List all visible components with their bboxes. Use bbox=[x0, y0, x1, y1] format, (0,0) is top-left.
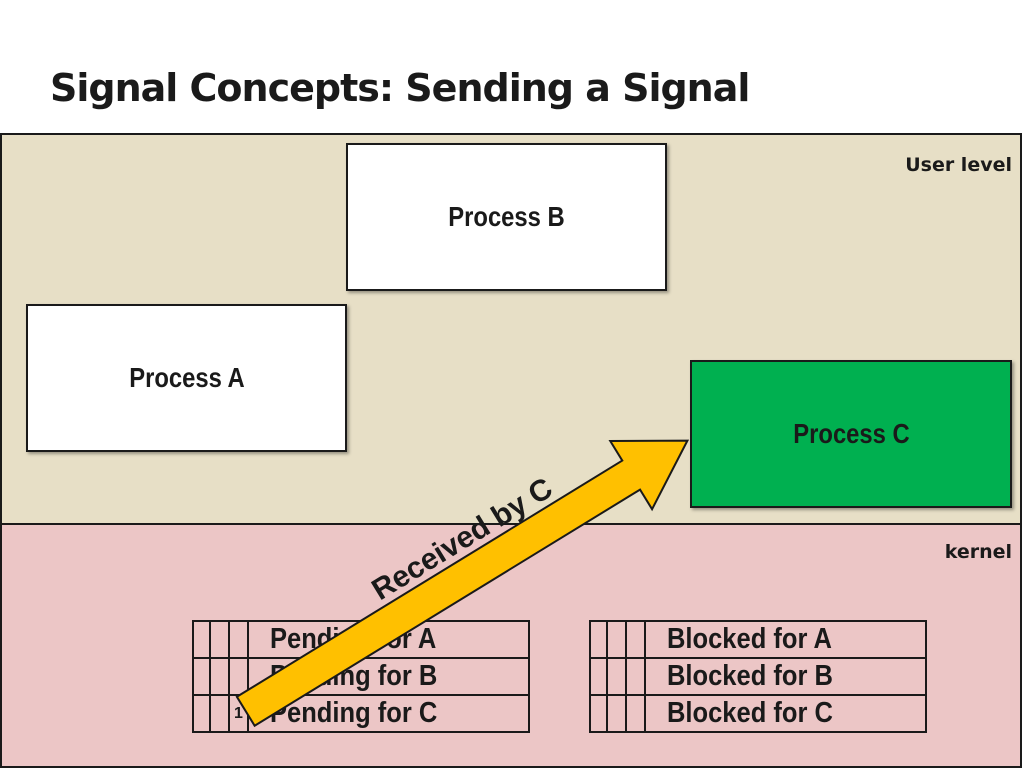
pending-bits-table: Pending for A Pending for B 1 Pending fo… bbox=[192, 620, 530, 733]
pending-label-c: Pending for C bbox=[270, 697, 438, 729]
kernel-label: kernel bbox=[944, 541, 1012, 563]
process-c-box: Process C bbox=[690, 360, 1012, 508]
bit-cell bbox=[646, 657, 648, 696]
bit-cell bbox=[230, 657, 249, 696]
process-c-label: Process C bbox=[792, 418, 910, 449]
pending-label-b: Pending for B bbox=[270, 660, 438, 692]
bit-cell bbox=[192, 620, 211, 659]
bit-cell bbox=[627, 620, 646, 659]
bit-cell bbox=[589, 620, 608, 659]
bit-cell bbox=[192, 657, 211, 696]
bit-cell bbox=[608, 694, 627, 733]
bit-cell bbox=[627, 657, 646, 696]
blocked-bits-table: Blocked for A Blocked for B Blocked for … bbox=[589, 620, 927, 733]
process-a-label: Process A bbox=[128, 362, 245, 393]
bit-cell bbox=[211, 657, 230, 696]
blocked-label-a: Blocked for A bbox=[667, 623, 832, 655]
bit-cell bbox=[608, 657, 627, 696]
bit-cell bbox=[608, 620, 627, 659]
pending-row-c: 1 Pending for C bbox=[192, 694, 530, 733]
bit-cell bbox=[589, 657, 608, 696]
bit-cell bbox=[589, 694, 608, 733]
bit-cell bbox=[230, 620, 249, 659]
pending-row-a: Pending for A bbox=[192, 620, 530, 659]
process-b-label: Process B bbox=[448, 201, 565, 232]
user-level-label: User level bbox=[905, 154, 1012, 176]
bit-cell bbox=[627, 694, 646, 733]
pending-label-a: Pending for A bbox=[270, 623, 437, 655]
bit-cell bbox=[249, 657, 251, 696]
process-b-box: Process B bbox=[346, 143, 667, 291]
bit-cell bbox=[249, 694, 251, 733]
process-a-box: Process A bbox=[26, 304, 347, 452]
pending-row-b: Pending for B bbox=[192, 657, 530, 696]
blocked-row-a: Blocked for A bbox=[589, 620, 927, 659]
bit-cell bbox=[211, 620, 230, 659]
bit-cell bbox=[249, 620, 251, 659]
bit-cell bbox=[646, 620, 648, 659]
blocked-label-c: Blocked for C bbox=[667, 697, 833, 729]
pending-bit-c: 1 bbox=[230, 694, 249, 733]
blocked-row-c: Blocked for C bbox=[589, 694, 927, 733]
blocked-label-b: Blocked for B bbox=[667, 660, 833, 692]
slide-title: Signal Concepts: Sending a Signal bbox=[50, 66, 750, 110]
bit-cell bbox=[211, 694, 230, 733]
bit-cell bbox=[192, 694, 211, 733]
bit-cell bbox=[646, 694, 648, 733]
blocked-row-b: Blocked for B bbox=[589, 657, 927, 696]
